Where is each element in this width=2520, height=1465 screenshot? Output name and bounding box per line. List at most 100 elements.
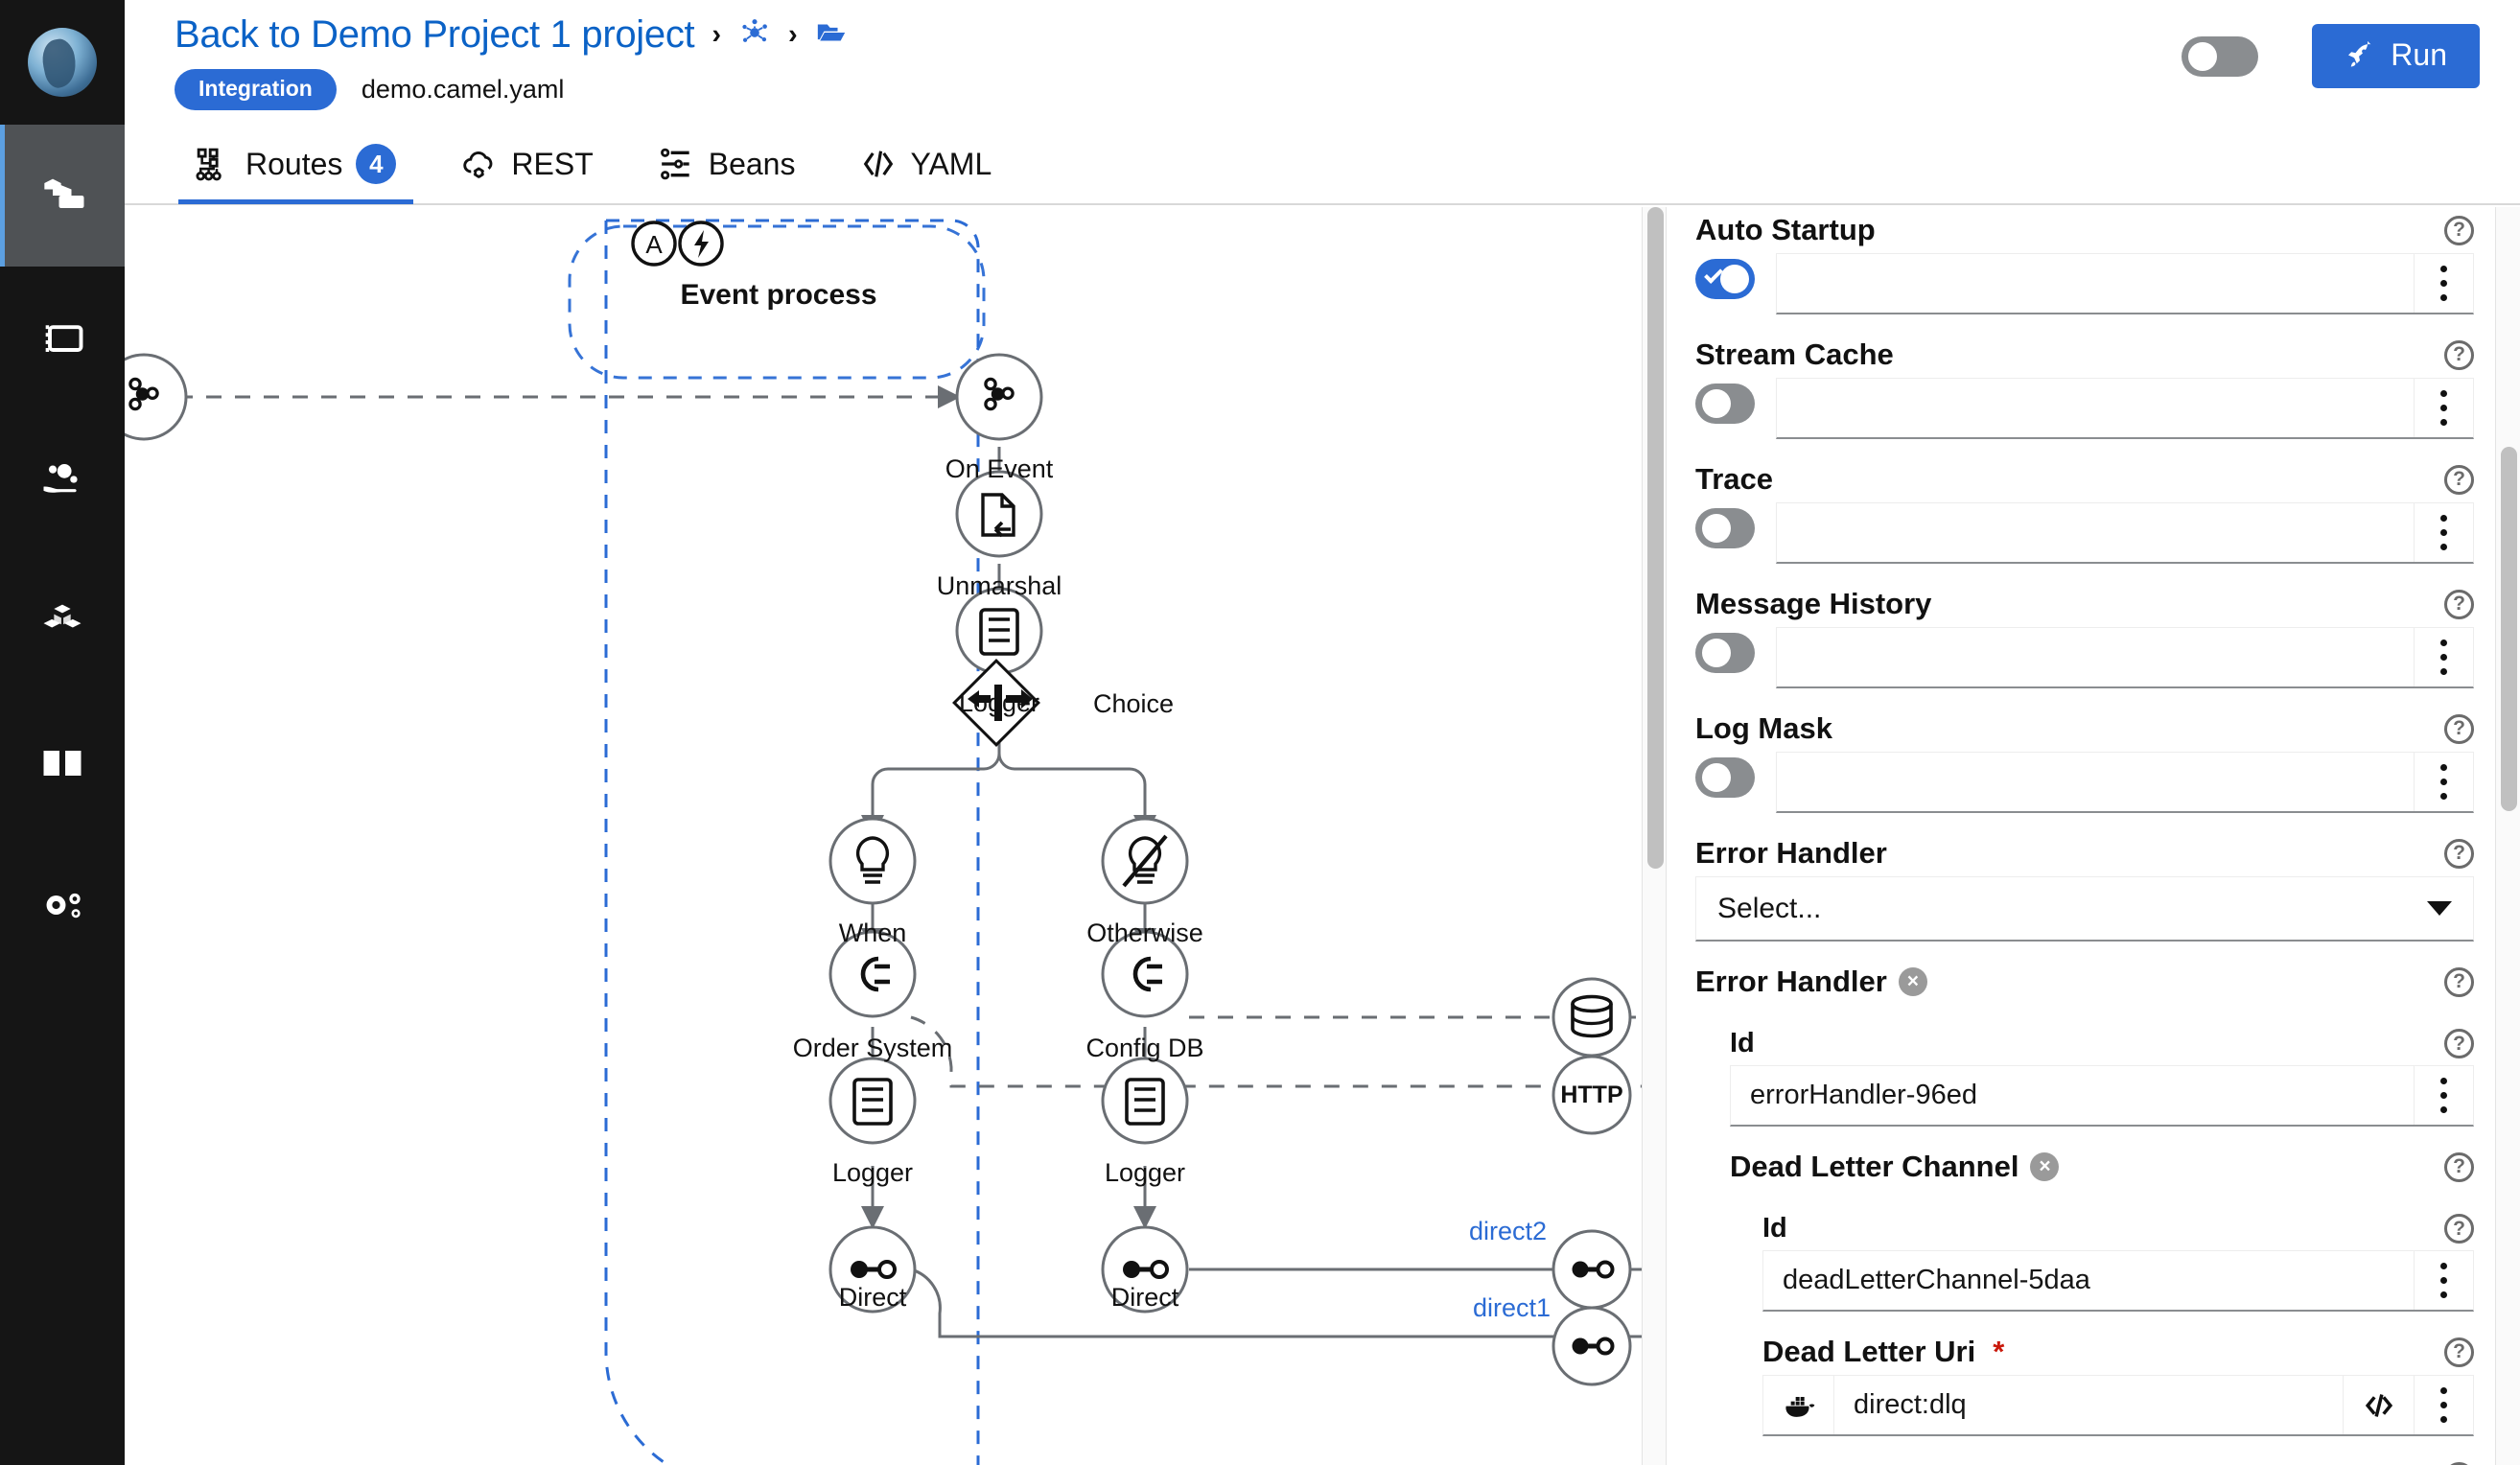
field-message-history-label: Message History bbox=[1695, 587, 1932, 620]
field-stream-cache-label: Stream Cache bbox=[1695, 337, 1894, 371]
stream-cache-kebab-icon[interactable] bbox=[2414, 379, 2473, 437]
tab-yaml[interactable]: YAML bbox=[828, 124, 1024, 204]
file-subheader: Integration demo.camel.yaml bbox=[175, 69, 564, 110]
stream-cache-toggle[interactable] bbox=[1695, 384, 1755, 424]
canvas-scrollbar-thumb[interactable] bbox=[1647, 207, 1664, 869]
canvas-label-logger-main: Logger bbox=[958, 688, 1040, 717]
auto-startup-toggle[interactable] bbox=[1695, 259, 1755, 299]
help-icon[interactable]: ? bbox=[2444, 589, 2474, 619]
header-mode-toggle[interactable] bbox=[2182, 35, 2259, 77]
message-history-toggle[interactable] bbox=[1695, 633, 1755, 673]
dead-letter-uri-kebab-icon[interactable] bbox=[2414, 1376, 2473, 1434]
error-handler-id-kebab-icon[interactable] bbox=[2414, 1066, 2473, 1125]
clear-dead-letter-channel-icon[interactable]: × bbox=[2030, 1152, 2060, 1181]
run-button-label: Run bbox=[2391, 37, 2447, 72]
help-icon[interactable]: ? bbox=[2444, 1337, 2474, 1367]
help-icon[interactable]: ? bbox=[2444, 215, 2474, 245]
integration-graph-icon[interactable] bbox=[738, 16, 771, 54]
help-icon[interactable]: ? bbox=[2444, 1461, 2474, 1465]
breadcrumb-back-link[interactable]: Back to Demo Project 1 project bbox=[175, 13, 695, 56]
field-message-history: Message History ? bbox=[1695, 571, 2474, 688]
group-error-handler: Error Handler × ? bbox=[1695, 949, 2474, 1005]
help-icon[interactable]: ? bbox=[2444, 1151, 2474, 1182]
docker-whale-icon bbox=[1763, 1376, 1834, 1434]
run-button[interactable]: Run bbox=[2312, 24, 2480, 88]
field-dlc-handle-new-exception-label: Dead Letter Handle New Exception bbox=[1762, 1459, 2253, 1465]
sidebar-item-settings[interactable] bbox=[0, 834, 125, 976]
message-history-input[interactable] bbox=[1776, 627, 2474, 688]
field-auto-startup-label: Auto Startup bbox=[1695, 213, 1876, 246]
dlc-id-value[interactable]: deadLetterChannel-5daa bbox=[1783, 1265, 2090, 1295]
canvas-node-direct-left bbox=[828, 1225, 917, 1314]
open-folder-icon[interactable] bbox=[815, 16, 848, 54]
tab-yaml-label: YAML bbox=[910, 146, 992, 181]
auto-startup-input[interactable] bbox=[1776, 253, 2474, 314]
code-brackets-icon bbox=[864, 151, 894, 177]
canvas-node-config-db bbox=[1101, 930, 1189, 1018]
help-icon[interactable]: ? bbox=[2444, 966, 2474, 997]
left-rail bbox=[0, 0, 125, 1465]
canvas-label-http: HTTP bbox=[1560, 1081, 1623, 1108]
beans-list-icon bbox=[660, 148, 689, 180]
sidebar-item-projects[interactable] bbox=[0, 125, 125, 267]
auto-startup-kebab-icon[interactable] bbox=[2414, 254, 2473, 313]
sidebar-item-clipboard[interactable] bbox=[0, 267, 125, 408]
auto-startup-value[interactable] bbox=[1777, 254, 2414, 313]
canvas-group-title: Event process bbox=[680, 279, 877, 311]
sidebar-item-services[interactable] bbox=[0, 408, 125, 550]
group-dead-letter-channel: Dead Letter Channel × ? bbox=[1695, 1134, 2474, 1190]
tab-beans[interactable]: Beans bbox=[626, 124, 828, 204]
properties-panel-scrollbar[interactable] bbox=[2495, 207, 2520, 1465]
trace-toggle[interactable] bbox=[1695, 508, 1755, 548]
help-icon[interactable]: ? bbox=[2444, 838, 2474, 869]
log-mask-toggle[interactable] bbox=[1695, 757, 1755, 798]
app-logo bbox=[0, 0, 125, 125]
error-handler-id-input[interactable]: errorHandler-96ed bbox=[1730, 1065, 2474, 1127]
canvas-node-direct-right bbox=[1101, 1225, 1189, 1314]
code-brackets-icon[interactable] bbox=[2343, 1376, 2414, 1434]
message-history-value[interactable] bbox=[1777, 628, 2414, 686]
dead-letter-uri-input[interactable]: direct:dlq bbox=[1762, 1375, 2474, 1436]
properties-panel-scrollbar-thumb[interactable] bbox=[2501, 447, 2517, 811]
canvas-node-otherwise bbox=[1101, 817, 1189, 905]
tab-routes[interactable]: Routes 4 bbox=[163, 124, 429, 204]
log-mask-input[interactable] bbox=[1776, 752, 2474, 813]
field-dead-letter-uri-label: Dead Letter Uri * bbox=[1762, 1335, 2005, 1368]
log-mask-value[interactable] bbox=[1777, 753, 2414, 811]
breadcrumb-separator-2: › bbox=[788, 19, 798, 50]
error-handler-id-value[interactable]: errorHandler-96ed bbox=[1750, 1080, 1977, 1110]
help-icon[interactable]: ? bbox=[2444, 1214, 2474, 1244]
error-handler-select[interactable]: Select... bbox=[1695, 876, 2474, 942]
route-canvas[interactable]: A Event process On Event Unmarshal Logge… bbox=[125, 207, 1665, 1465]
canvas-label-logger-left: Logger bbox=[831, 1158, 914, 1187]
message-history-kebab-icon[interactable] bbox=[2414, 628, 2473, 686]
field-stream-cache: Stream Cache ? bbox=[1695, 322, 2474, 439]
stream-cache-value[interactable] bbox=[1777, 379, 2414, 437]
help-icon[interactable]: ? bbox=[2444, 1029, 2474, 1058]
help-icon[interactable]: ? bbox=[2444, 464, 2474, 495]
field-auto-startup: Auto Startup ? bbox=[1695, 207, 2474, 314]
dlc-id-kebab-icon[interactable] bbox=[2414, 1251, 2473, 1310]
help-icon[interactable]: ? bbox=[2444, 339, 2474, 370]
stream-cache-input[interactable] bbox=[1776, 378, 2474, 439]
dlc-id-input[interactable]: deadLetterChannel-5daa bbox=[1762, 1250, 2474, 1312]
tab-rest[interactable]: REST bbox=[429, 124, 625, 204]
help-icon[interactable]: ? bbox=[2444, 713, 2474, 744]
trace-value[interactable] bbox=[1777, 503, 2414, 562]
dead-letter-uri-value[interactable]: direct:dlq bbox=[1854, 1389, 1967, 1420]
field-error-handler-id-label: Id bbox=[1730, 1028, 1755, 1058]
trace-kebab-icon[interactable] bbox=[2414, 503, 2473, 562]
tab-beans-label: Beans bbox=[708, 146, 796, 181]
canvas-vertical-scrollbar[interactable] bbox=[1642, 207, 1667, 1465]
open-book-icon bbox=[43, 751, 82, 776]
log-mask-kebab-icon[interactable] bbox=[2414, 753, 2473, 811]
integration-badge: Integration bbox=[175, 69, 337, 110]
sidebar-item-docs[interactable] bbox=[0, 692, 125, 834]
trace-input[interactable] bbox=[1776, 502, 2474, 564]
canvas-label-order-system: Order System bbox=[792, 1034, 953, 1062]
field-error-handler-id: Id ? errorHandler-96ed bbox=[1695, 1012, 2474, 1127]
sidebar-item-containers[interactable] bbox=[0, 550, 125, 692]
canvas-node-logger-left bbox=[828, 1057, 917, 1145]
chevron-down-icon[interactable] bbox=[2427, 901, 2452, 916]
clear-error-handler-icon[interactable]: × bbox=[1898, 967, 1927, 996]
